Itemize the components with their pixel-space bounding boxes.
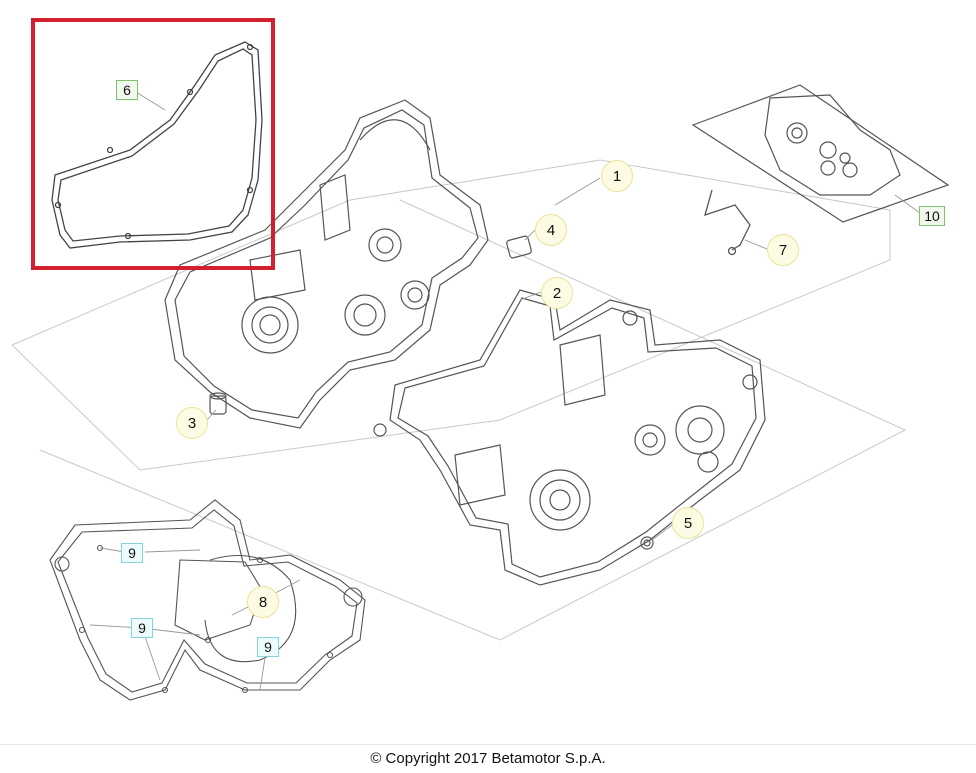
- callout-4[interactable]: 4: [535, 214, 567, 246]
- callout-10[interactable]: 10: [919, 206, 945, 226]
- bushing-3: [209, 392, 227, 415]
- assembly-plane: [11, 159, 907, 641]
- highlight-frame: [31, 18, 275, 270]
- clutch-cover-gasket-6: [51, 41, 263, 249]
- callout-9-left[interactable]: 9: [131, 618, 153, 638]
- callout-8[interactable]: 8: [247, 586, 279, 618]
- callout-6[interactable]: 6: [116, 80, 138, 100]
- plug-5: [640, 536, 654, 550]
- callout-5[interactable]: 5: [672, 507, 704, 539]
- gaskets-8-9: [49, 499, 366, 701]
- gasket-kit-10: [691, 84, 950, 223]
- footer-divider: [0, 744, 976, 745]
- bushing-4: [506, 235, 532, 259]
- left-crankcase-half: [164, 99, 489, 429]
- callout-1[interactable]: 1: [601, 160, 633, 192]
- callout-9-right[interactable]: 9: [257, 637, 279, 657]
- spring-clip-7: [704, 189, 751, 256]
- callout-9-top[interactable]: 9: [121, 543, 143, 563]
- right-crankcase-half: [373, 289, 766, 586]
- copyright-text: © Copyright 2017 Betamotor S.p.A.: [370, 750, 606, 767]
- callout-7[interactable]: 7: [767, 234, 799, 266]
- callout-3[interactable]: 3: [176, 407, 208, 439]
- callout-2[interactable]: 2: [541, 277, 573, 309]
